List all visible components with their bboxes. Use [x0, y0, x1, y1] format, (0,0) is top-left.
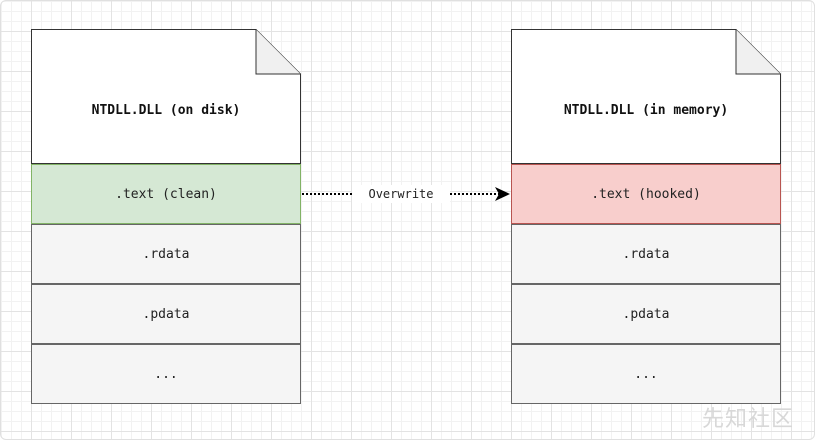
- left-section-more: ...: [31, 344, 301, 404]
- arrowhead-icon: [495, 187, 510, 201]
- right-section-text: .text (hooked): [511, 164, 781, 224]
- overwrite-label: Overwrite: [352, 185, 450, 203]
- right-document-title: NTDLL.DLL (in memory): [563, 102, 729, 118]
- left-section-pdata: .pdata: [31, 284, 301, 344]
- right-section-more: ...: [511, 344, 781, 404]
- left-document-title: NTDLL.DLL (on disk): [91, 102, 241, 118]
- left-section-text: .text (clean): [31, 164, 301, 224]
- right-section-pdata: .pdata: [511, 284, 781, 344]
- right-document-header: [511, 29, 781, 164]
- left-section-rdata: .rdata: [31, 224, 301, 284]
- right-section-rdata: .rdata: [511, 224, 781, 284]
- watermark: 先知社区: [701, 407, 794, 432]
- left-document-header: [31, 29, 301, 164]
